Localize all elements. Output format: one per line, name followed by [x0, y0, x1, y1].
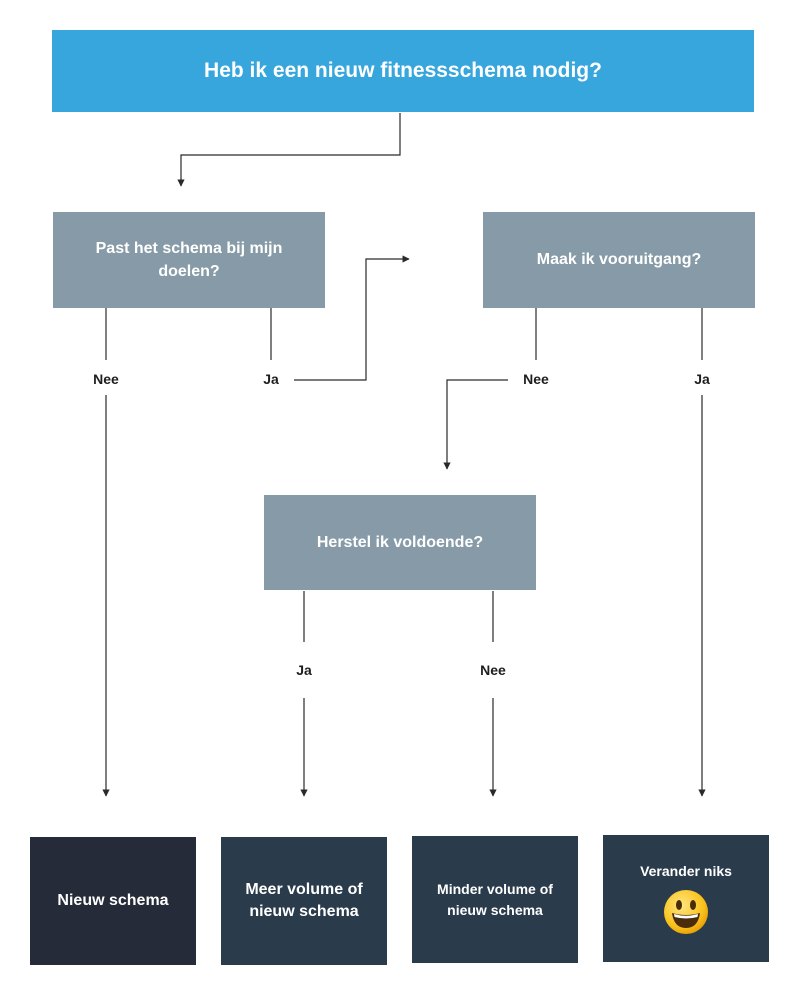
outcome-more-volume-text: Meer volume of nieuw schema [245, 880, 363, 920]
goals-question-text: Past het schema bij mijn doelen? [95, 239, 283, 280]
outcome-no-change-text: Verander niks [640, 862, 732, 879]
goals-yes-label: Ja [261, 371, 281, 387]
recovery-no-label: Nee [478, 662, 508, 678]
progress-no-label: Nee [521, 371, 551, 387]
goals-question-box: Past het schema bij mijn doelen? [53, 212, 325, 308]
recovery-question-text: Herstel ik voldoende? [316, 533, 484, 551]
recovery-question-box: Herstel ik voldoende? [264, 495, 536, 590]
smiley-icon [664, 889, 708, 934]
progress-question-text: Maak ik vooruitgang? [536, 251, 702, 269]
outcome-new-schema-box: Nieuw schema [30, 837, 196, 965]
main-question-text: Heb ik een nieuw fitnessschema nodig? [204, 59, 602, 82]
progress-question-box: Maak ik vooruitgang? [483, 212, 755, 308]
outcome-no-change-box: Verander niks [603, 835, 769, 962]
recovery-yes-label: Ja [294, 662, 314, 678]
outcome-new-schema-text: Nieuw schema [57, 892, 169, 909]
outcome-less-volume-box: Minder volume of nieuw schema [412, 836, 578, 963]
outcome-less-volume-text: Minder volume of nieuw schema [437, 881, 553, 918]
connector-goals-yes-to-progress [294, 255, 410, 381]
connector-progress-no-to-recovery [443, 379, 508, 470]
goals-no-label: Nee [91, 371, 121, 387]
main-question-box: Heb ik een nieuw fitnessschema nodig? [52, 30, 754, 112]
outcome-more-volume-box: Meer volume of nieuw schema [221, 837, 387, 965]
connector-main-to-goals [177, 113, 401, 187]
progress-yes-label: Ja [692, 371, 712, 387]
